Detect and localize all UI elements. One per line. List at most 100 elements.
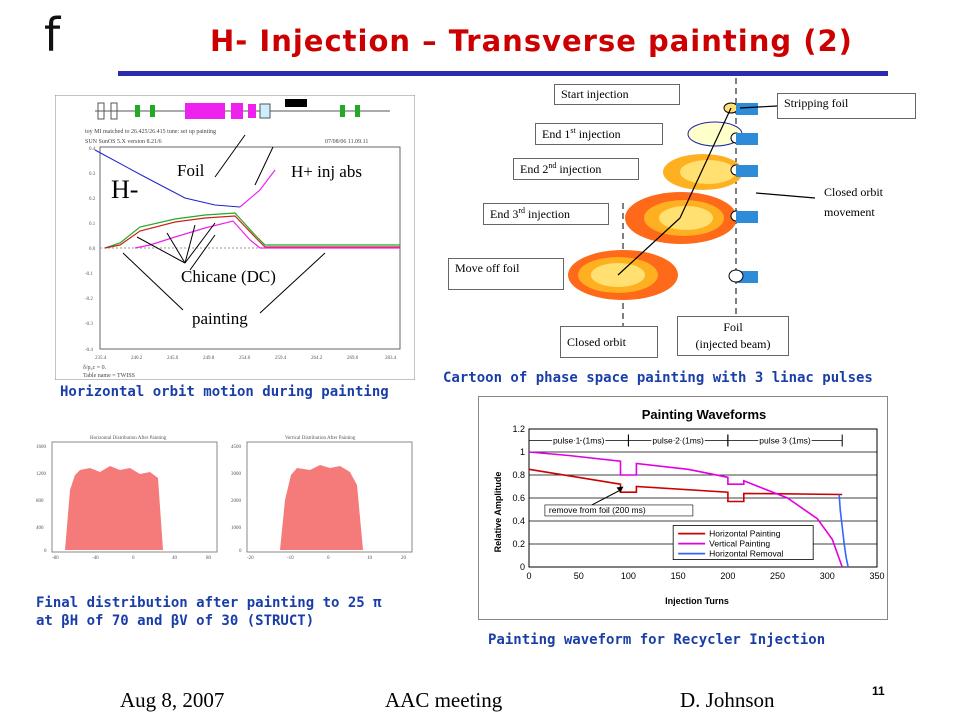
x-tick-label: 150	[671, 571, 686, 581]
svg-text:-80: -80	[52, 556, 59, 561]
svg-text:40: 40	[172, 556, 178, 561]
svg-text:245.0: 245.0	[167, 356, 179, 361]
svg-text:3000: 3000	[231, 472, 242, 477]
y-tick-label: 1	[520, 447, 525, 457]
svg-text:0.3: 0.3	[89, 172, 96, 177]
svg-text:Vertical Distribution After Pa: Vertical Distribution After Painting	[285, 436, 356, 441]
histogram-horizontal-svg: Horizontal Distribution After Painting 1…	[36, 436, 218, 561]
phase-space-cartoon: Start injection End 1st injection End 2n…	[440, 78, 920, 366]
series-line	[838, 494, 849, 568]
footer-author: D. Johnson	[680, 688, 775, 712]
painting-waveform-chart: Painting Waveforms Relative Amplitude In…	[478, 396, 888, 620]
annotation-arrowhead	[616, 486, 624, 493]
x-tick-label: 300	[820, 571, 835, 581]
cartoon-caption: Cartoon of phase space painting with 3 l…	[443, 370, 873, 386]
svg-text:4500: 4500	[231, 445, 242, 450]
pulse-label: pulse 1 (1ms)	[553, 436, 605, 446]
x-tick-label: 100	[621, 571, 636, 581]
pulse-label: pulse 2 (1ms)	[652, 436, 704, 446]
cartoon-svg	[568, 78, 816, 328]
svg-text:259.4: 259.4	[275, 356, 287, 361]
x-axis-label: Injection Turns	[665, 596, 729, 606]
svg-text:80: 80	[206, 556, 212, 561]
chart-title: Painting Waveforms	[642, 407, 766, 422]
annotation-arrow	[591, 489, 622, 506]
y-tick-label: 0.8	[512, 470, 525, 480]
svg-text:269.0: 269.0	[347, 356, 359, 361]
svg-text:400: 400	[36, 526, 44, 531]
svg-text:264.2: 264.2	[311, 356, 323, 361]
series-line	[528, 468, 843, 503]
svg-text:249.8: 249.8	[203, 356, 215, 361]
start-injection-label: Start injection	[554, 84, 680, 105]
hminus-label: H-	[111, 175, 139, 204]
histogram-vertical-svg: Vertical Distribution After Painting 450…	[231, 436, 413, 561]
svg-text:-0.3: -0.3	[85, 322, 93, 327]
svg-text:254.6: 254.6	[239, 356, 251, 361]
legend-label: Vertical Painting	[709, 539, 770, 549]
series-line	[528, 451, 843, 568]
footer-meeting: AAC meeting	[385, 688, 503, 712]
move-off-foil-label: Move off foil	[448, 258, 564, 290]
histogram-horizontal: Horizontal Distribution After Painting 1…	[30, 430, 225, 570]
svg-text:-0.4: -0.4	[85, 348, 93, 353]
svg-text:20: 20	[401, 556, 407, 561]
x-tick-label: 250	[770, 571, 785, 581]
chicane-label: Chicane (DC)	[181, 267, 276, 286]
svg-text:Table name = TWISS: Table name = TWISS	[83, 373, 135, 379]
x-tick-label: 200	[720, 571, 735, 581]
svg-text:800: 800	[36, 499, 44, 504]
svg-text:1600: 1600	[36, 445, 47, 450]
stripping-foil-label: Stripping foil	[777, 93, 916, 119]
orbit-plot-svg: toy MI matched to 26.425/26.415 tune: se…	[54, 94, 416, 381]
foil-label: Foil	[177, 161, 205, 180]
title-rule	[118, 71, 888, 76]
svg-text:Horizontal Distribution After: Horizontal Distribution After Painting	[90, 436, 167, 441]
svg-text:δ/p₀c = 0.: δ/p₀c = 0.	[83, 365, 107, 371]
svg-text:0: 0	[239, 549, 242, 554]
x-tick-label: 50	[574, 571, 584, 581]
waveform-caption: Painting waveform for Recycler Injection	[488, 632, 826, 648]
x-tick-label: 350	[869, 571, 884, 581]
svg-text:1000: 1000	[231, 526, 242, 531]
svg-text:0.1: 0.1	[89, 222, 96, 227]
svg-text:2000: 2000	[231, 499, 242, 504]
svg-text:240.2: 240.2	[131, 356, 143, 361]
svg-text:0.4: 0.4	[89, 147, 96, 152]
legend-label: Horizontal Removal	[709, 549, 783, 559]
svg-text:-20: -20	[247, 556, 254, 561]
waveform-svg: Painting Waveforms Relative Amplitude In…	[493, 407, 885, 606]
distribution-caption: Final distribution after painting to 25 …	[36, 594, 382, 630]
svg-text:0: 0	[327, 556, 330, 561]
pulse-label: pulse 3 (1ms)	[759, 436, 811, 446]
annotation-box	[544, 504, 694, 517]
svg-text:10: 10	[367, 556, 373, 561]
svg-text:-0.2: -0.2	[85, 297, 93, 302]
svg-text:0.2: 0.2	[89, 197, 96, 202]
svg-text:-40: -40	[92, 556, 99, 561]
closed-orbit-label: Closed orbit	[560, 326, 658, 358]
annotation-text: remove from foil (200 ms)	[549, 505, 646, 515]
orbit-plot-caption: Horizontal orbit motion during painting	[60, 384, 389, 400]
y-tick-label: 1.2	[512, 424, 525, 434]
y-tick-label: 0	[520, 562, 525, 572]
foil-injected-beam-label: Foil(injected beam)	[677, 316, 789, 356]
histogram-vertical: Vertical Distribution After Painting 450…	[225, 430, 420, 570]
svg-text:1200: 1200	[36, 472, 47, 477]
legend-label: Horizontal Painting	[709, 529, 781, 539]
end-third-injection-label: End 3rd injection	[483, 203, 609, 225]
page-number: 11	[872, 684, 885, 698]
svg-text:0: 0	[132, 556, 135, 561]
svg-text:235.4: 235.4	[95, 356, 107, 361]
svg-text:0.0: 0.0	[89, 247, 96, 252]
painting-label: painting	[192, 309, 248, 328]
svg-text:-10: -10	[287, 556, 294, 561]
end-second-injection-label: End 2nd injection	[513, 158, 639, 180]
svg-text:-0.1: -0.1	[85, 272, 93, 277]
distribution-caption-line2: at βH of 70 and βV of 30 (STRUCT)	[36, 613, 315, 629]
slide-title: H- Injection – Transverse painting (2)	[210, 24, 853, 58]
svg-text:toy MI matched to 26.425/26.41: toy MI matched to 26.425/26.415 tune: se…	[85, 129, 216, 135]
svg-text:0: 0	[44, 549, 47, 554]
distribution-caption-line1: Final distribution after painting to 25 …	[36, 595, 382, 611]
